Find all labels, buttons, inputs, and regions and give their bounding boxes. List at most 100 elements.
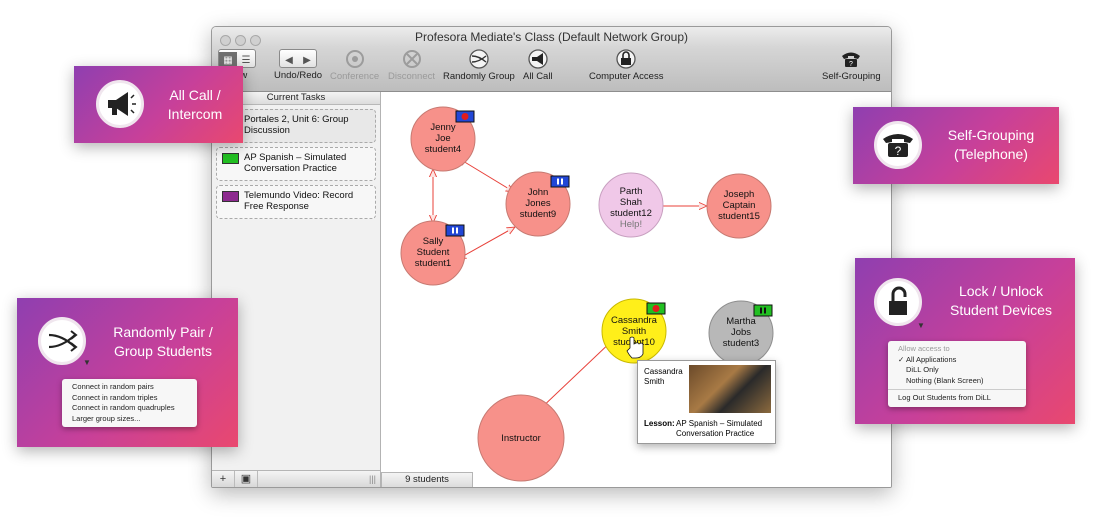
svg-text:Martha: Martha — [726, 316, 756, 327]
callout-title-line: Randomly Pair / — [113, 324, 213, 340]
zoom-button[interactable] — [250, 35, 261, 46]
undo-icon[interactable]: ◀ — [285, 55, 293, 66]
task-label: Telemundo Video: Record Free Response — [244, 190, 354, 212]
close-button[interactable] — [220, 35, 231, 46]
student-node-martha[interactable]: Martha Jobs student3 — [708, 300, 774, 366]
current-tasks-header: Current Tasks — [212, 92, 380, 105]
callout-title-line: Lock / Unlock — [958, 283, 1044, 299]
recording-badge-icon — [455, 110, 475, 123]
add-task-button[interactable]: + — [212, 471, 235, 487]
all-call-callout-title: All Call / Intercom — [152, 86, 238, 124]
disconnect-button[interactable]: Disconnect — [388, 49, 435, 82]
window-title: Profesora Mediate's Class (Default Netwo… — [414, 30, 689, 44]
svg-text:student1: student1 — [415, 258, 451, 269]
sidebar-footer: + ▣ ||| — [212, 470, 380, 487]
instructor-node[interactable]: Instructor — [477, 394, 565, 482]
self-grouping-label: Self-Grouping — [822, 71, 881, 82]
pause-badge-icon — [753, 304, 773, 317]
pause-badge-icon — [445, 224, 465, 237]
computer-access-menu: Allow access to ✓ All Applications DiLL … — [888, 341, 1026, 407]
dropdown-arrow-icon[interactable]: ▼ — [917, 321, 925, 330]
svg-text:student3: student3 — [723, 338, 759, 349]
dropdown-arrow-icon[interactable]: ▼ — [83, 358, 91, 367]
menu-item-random-quadruples[interactable]: Connect in random quadruples — [72, 403, 175, 412]
callout-title-line: Intercom — [167, 106, 223, 122]
all-call-callout: All Call / Intercom — [74, 66, 243, 143]
self-grouping-callout-title: Self-Grouping (Telephone) — [929, 126, 1053, 164]
menu-item-all-applications[interactable]: ✓ All Applications — [898, 354, 957, 364]
computer-access-button[interactable]: Computer Access — [589, 49, 663, 82]
svg-text:Jobs: Jobs — [731, 327, 751, 338]
menu-item-larger-groups[interactable]: Larger group sizes... — [72, 413, 141, 423]
student-node-john[interactable]: John Jones student9 — [505, 171, 571, 237]
lesson-label: Lesson: — [644, 419, 675, 428]
computer-access-label: Computer Access — [589, 71, 664, 82]
recording-badge-icon — [646, 302, 666, 315]
student-node-joseph[interactable]: Joseph Captain student15 — [706, 173, 772, 239]
hand-cursor-icon — [626, 336, 644, 359]
svg-text:?: ? — [849, 61, 853, 68]
media-button[interactable]: ▣ — [235, 471, 258, 487]
svg-text:Sally: Sally — [423, 236, 444, 247]
megaphone-icon — [96, 80, 144, 128]
redo-icon[interactable]: ▶ — [303, 55, 311, 66]
list-view-icon[interactable]: ☰ — [241, 55, 251, 66]
svg-text:student4: student4 — [425, 144, 461, 155]
svg-text:John: John — [528, 187, 549, 198]
undo-redo-control[interactable]: ◀▶ Undo/Redo — [274, 49, 322, 81]
callout-title-line: (Telephone) — [954, 146, 1028, 162]
menu-item-dill-only[interactable]: DiLL Only — [906, 365, 939, 374]
svg-text:Shah: Shah — [620, 197, 642, 208]
svg-text:student9: student9 — [520, 209, 556, 220]
task-item[interactable]: Telemundo Video: Record Free Response — [216, 185, 376, 219]
connection-sally-john[interactable] — [458, 227, 515, 259]
menu-item-random-triples[interactable]: Connect in random triples — [72, 392, 158, 402]
student-info-popup: Cassandra Smith Lesson: AP Spanish – Sim… — [637, 360, 776, 444]
callout-title-line: Student Devices — [950, 302, 1052, 318]
unlock-icon — [874, 278, 922, 326]
task-label: AP Spanish – Simulated Conversation Prac… — [244, 152, 347, 174]
svg-text:Jenny: Jenny — [430, 122, 456, 133]
connection-cassandra-instructor[interactable] — [537, 337, 616, 412]
randomly-group-label: Randomly Group — [443, 71, 515, 82]
menu-item-random-pairs[interactable]: Connect in random pairs — [72, 382, 154, 391]
telephone-icon: ? — [874, 121, 922, 169]
svg-text:?: ? — [895, 144, 902, 158]
popup-student-name: Cassandra Smith — [644, 367, 683, 387]
randomly-group-button[interactable]: Randomly Group — [443, 49, 515, 82]
disconnect-icon — [402, 50, 421, 68]
resize-handle[interactable]: ||| — [368, 474, 376, 484]
student-count-status: 9 students — [381, 472, 473, 487]
connection-jenny-john[interactable] — [458, 158, 514, 192]
all-call-button[interactable]: All Call — [523, 49, 553, 82]
minimize-button[interactable] — [235, 35, 246, 46]
menu-item-log-out[interactable]: Log Out Students from DiLL — [898, 393, 991, 402]
menu-header-allow-access: Allow access to — [898, 344, 950, 353]
computer-access-callout: ▼ Lock / Unlock Student Devices Allow ac… — [855, 258, 1075, 424]
computer-access-callout-title: Lock / Unlock Student Devices — [933, 282, 1069, 320]
svg-text:student12: student12 — [610, 208, 652, 219]
task-item[interactable]: AP Spanish – Simulated Conversation Prac… — [216, 147, 376, 181]
menu-item-blank-screen[interactable]: Nothing (Blank Screen) — [906, 375, 984, 385]
popup-lesson: Lesson: AP Spanish – Simulated Conversat… — [644, 419, 762, 438]
student-node-jenny[interactable]: Jenny Joe student4 — [410, 106, 476, 172]
grid-view-icon[interactable]: ▦ — [219, 52, 237, 69]
view-segmented-control[interactable]: ▦☰ — [218, 49, 256, 69]
conference-label: Conference — [330, 71, 380, 82]
lesson-line: AP Spanish – Simulated — [676, 419, 763, 428]
student-canvas[interactable]: Jenny Joe student4 John Jones student9 S… — [381, 92, 891, 487]
screen-thumbnail[interactable] — [689, 365, 771, 413]
network-graph: Jenny Joe student4 John Jones student9 S… — [400, 106, 774, 482]
conference-button[interactable]: Conference — [330, 49, 379, 82]
student-node-parth[interactable]: Parth Shah student12 Help! — [598, 172, 664, 238]
svg-text:Joseph: Joseph — [724, 189, 755, 200]
shuffle-icon — [38, 317, 86, 365]
megaphone-icon — [528, 49, 548, 69]
student-node-sally[interactable]: Sally Student student1 — [400, 220, 466, 286]
window-controls — [220, 32, 265, 52]
self-grouping-button[interactable]: ? Self-Grouping — [822, 49, 881, 82]
callout-title-line: All Call / — [169, 87, 221, 103]
conference-icon — [345, 50, 364, 68]
undo-redo-segmented-control[interactable]: ◀▶ — [279, 49, 318, 68]
svg-text:Captain: Captain — [723, 200, 756, 211]
